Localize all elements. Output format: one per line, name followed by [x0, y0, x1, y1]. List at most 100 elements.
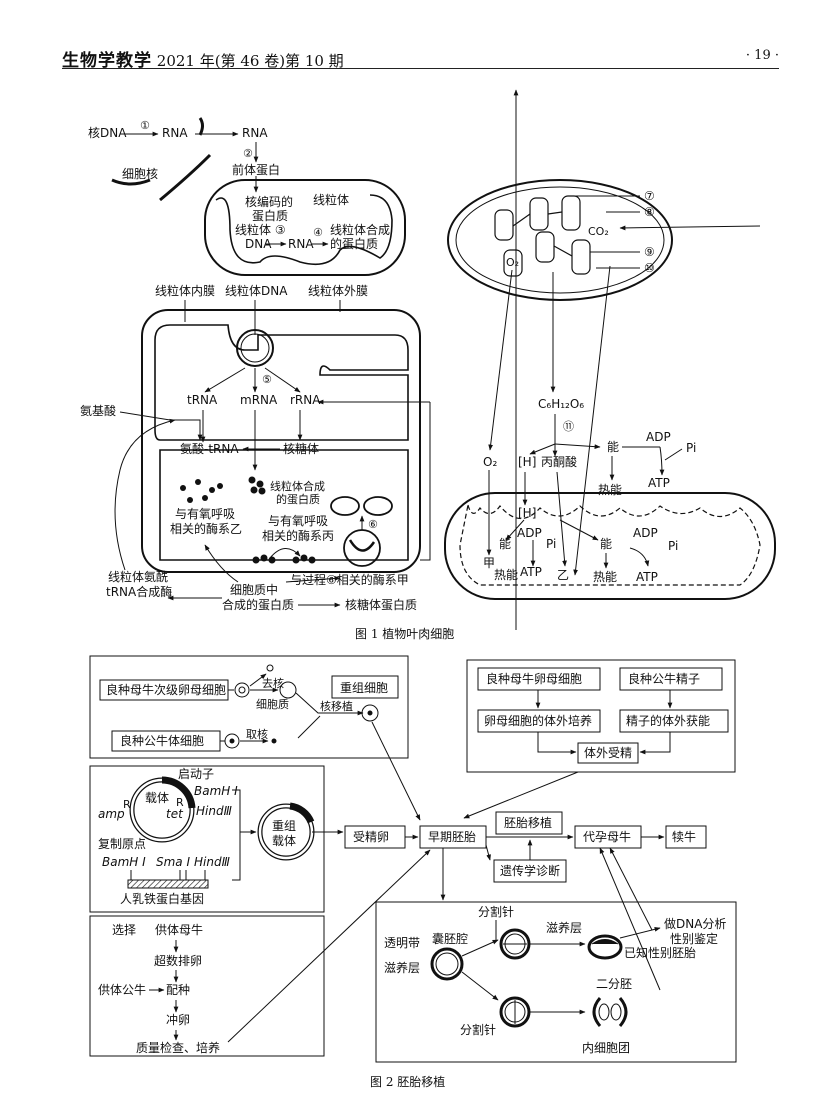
mito-synth-protein: 线粒体合成: [270, 479, 325, 493]
amino-acid-label: 氨基酸: [80, 403, 116, 418]
qc-label: 质量检查、培养: [136, 1040, 220, 1055]
sma-site-label: Sma Ⅰ: [156, 855, 190, 869]
adp-label-2: ADP: [517, 526, 542, 540]
recomb-vector-2: 载体: [272, 834, 296, 848]
large-mitochondrion: 线粒体内膜 线粒体DNA 线粒体外膜 ⑤ tRNA mRNA rRNA 氨基酸 …: [80, 283, 431, 612]
nt-label: 核移植: [320, 699, 353, 713]
enucleate-label: 去核: [262, 676, 284, 690]
h-label-2: [H]: [518, 506, 536, 520]
trophoblast-label: 滋养层: [384, 960, 420, 975]
top-mitochondrion: 核编码的 蛋白质 线粒体 线粒体 ③ DNA RNA ④ 线粒体合成 的蛋白质: [204, 176, 406, 276]
somatic-box: 良种公牛体细胞: [120, 733, 204, 748]
figure1-caption: 图 1 植物叶肉细胞: [355, 626, 454, 641]
trna-label: tRNA: [187, 393, 218, 407]
blastocoel-label: 囊胚腔: [432, 931, 468, 946]
enzyme-yi-label-2: 相关的酶系乙: [170, 521, 242, 536]
calf-box: 犊牛: [672, 829, 696, 844]
sex-id-label: 性别鉴定: [670, 931, 718, 946]
enzyme-yi-label: 与有氧呼吸: [175, 507, 235, 521]
mito-synth-protein-2: 的蛋白质: [276, 492, 320, 506]
inner-membrane-label: 线粒体内膜: [155, 283, 215, 298]
step11-label: ⑪: [563, 420, 574, 433]
sperm-box: 良种公牛精子: [628, 671, 700, 686]
ribosome-label: 核糖体: [283, 441, 319, 456]
step6-label: ⑥: [368, 518, 378, 531]
trophoblast-label-2: 滋养层: [546, 920, 582, 935]
amp-r-label: R: [123, 798, 131, 811]
step1-label: ①: [140, 119, 150, 132]
nuclear-encoded-label: 核编码的: [245, 194, 293, 209]
hind-site-label-2: HindⅢ: [194, 855, 230, 869]
ori-label: 复制原点: [98, 837, 146, 851]
pi-label-1: Pi: [686, 441, 696, 455]
energy-label-1: 能: [607, 440, 619, 454]
chloro-o2: O₂: [506, 256, 519, 269]
page-number: · 19 ·: [745, 48, 779, 63]
journal-info: 生物学教学 2021 年(第 46 卷)第 10 期: [62, 46, 344, 71]
oocyte-box: 良种母牛次级卵母细胞: [106, 682, 226, 697]
bam-site-label: BamH Ⅰ: [194, 784, 238, 798]
promoter-label: 启动子: [178, 767, 214, 781]
recomb-vector-1: 重组: [272, 819, 296, 833]
diagnosis-box: 遗传学诊断: [500, 863, 560, 878]
label-9: ⑨: [644, 245, 655, 259]
zygote-box: 受精卵: [353, 830, 389, 844]
step5-label: ⑤: [262, 373, 272, 386]
donor-male-label: 供体公牛: [98, 982, 146, 997]
twin-embryo-label: 二分胚: [596, 977, 632, 991]
h-label: [H]: [518, 455, 536, 469]
superov-label: 超数排卵: [154, 953, 202, 968]
select-label: 选择: [112, 923, 136, 937]
enzyme-jia-label: 与过程⑥相关的酶系甲: [290, 572, 409, 587]
energy-label-3: 能: [600, 537, 612, 551]
step2-label: ②: [243, 147, 253, 160]
mito-label: 线粒体: [313, 192, 349, 207]
adp-label-1: ADP: [646, 430, 671, 444]
zona-label: 透明带: [384, 936, 420, 950]
synthetase-label: 线粒体氨酰: [108, 569, 168, 584]
rna-label-2: RNA: [242, 126, 268, 140]
bam-site-label-2: BamH Ⅰ: [102, 855, 146, 869]
mrna-label: mRNA: [240, 393, 278, 407]
label-7: ⑦: [644, 189, 655, 203]
hind-site-label: HindⅢ: [196, 804, 232, 818]
atp-label-1: ATP: [648, 476, 670, 490]
split-needle-1: 分割针: [478, 904, 514, 919]
gene-label: 人乳铁蛋白基因: [120, 891, 204, 906]
main-flow: 受精卵 早期胚胎 胚胎移植 代孕母牛 犊牛 遗传学诊断: [227, 811, 707, 1043]
header-rule: [62, 68, 779, 69]
embryo-split-panel: 分割针 囊胚腔 透明带 滋养层 滋养层 做DNA分析 性别鉴定 已知性别胚胎 分…: [375, 901, 737, 1063]
capacitation-box: 精子的体外获能: [626, 713, 710, 728]
journal-issue: 2021 年(第 46 卷)第 10 期: [156, 52, 344, 70]
gene-engineering-panel: 启动子 BamH Ⅰ HindⅢ 载体 tet R amp R 复制原点 Bam…: [89, 765, 344, 913]
mito-dna-label-big: 线粒体DNA: [225, 283, 288, 298]
nucleus-label: 细胞核: [122, 167, 158, 181]
mito-synth-label-2: 的蛋白质: [330, 236, 378, 251]
mito-rna-label: RNA: [288, 237, 314, 251]
fig1-nucleus-group: 核DNA ① RNA RNA ② 前体蛋白 细胞核: [88, 117, 280, 202]
page-header: 生物学教学 2021 年(第 46 卷)第 10 期 · 19 ·: [0, 0, 839, 71]
protein-label: 蛋白质: [252, 208, 288, 223]
pi-label-2: Pi: [546, 537, 556, 551]
ivf-box: 体外受精: [584, 746, 632, 760]
heat-label-1: 热能: [598, 483, 622, 497]
mating-label: 配种: [166, 983, 190, 997]
nuclear-dna-label: 核DNA: [88, 126, 127, 140]
donor-female-label: 供体母牛: [155, 922, 203, 937]
superovulation-panel: 选择 供体母牛 超数排卵 供体公牛 配种 冲卵 质量检查、培养: [89, 915, 325, 1057]
jia-label: 甲: [483, 556, 495, 570]
cytoplasm-label: 细胞质: [256, 698, 289, 711]
mito-synth-label: 线粒体合成: [330, 222, 390, 237]
heat-label-3: 热能: [593, 570, 617, 584]
rrna-label: rRNA: [290, 393, 321, 407]
pi-label-3: Pi: [668, 539, 678, 553]
chloro-co2: CO₂: [588, 225, 609, 238]
energy-label-2: 能: [499, 537, 511, 551]
rna-label-1: RNA: [162, 126, 188, 140]
transfer-box: 胚胎移植: [504, 815, 552, 830]
synthetase-label-2: tRNA合成酶: [106, 584, 172, 599]
flush-label: 冲卵: [166, 1012, 190, 1027]
cytoplasm-protein-label-2: 合成的蛋白质: [222, 597, 294, 612]
cloning-panel: 良种母牛次级卵母细胞 去核 细胞质 重组细胞 核移植 良种公牛体细胞 取核: [89, 655, 421, 821]
tet-label: tet: [166, 807, 184, 821]
